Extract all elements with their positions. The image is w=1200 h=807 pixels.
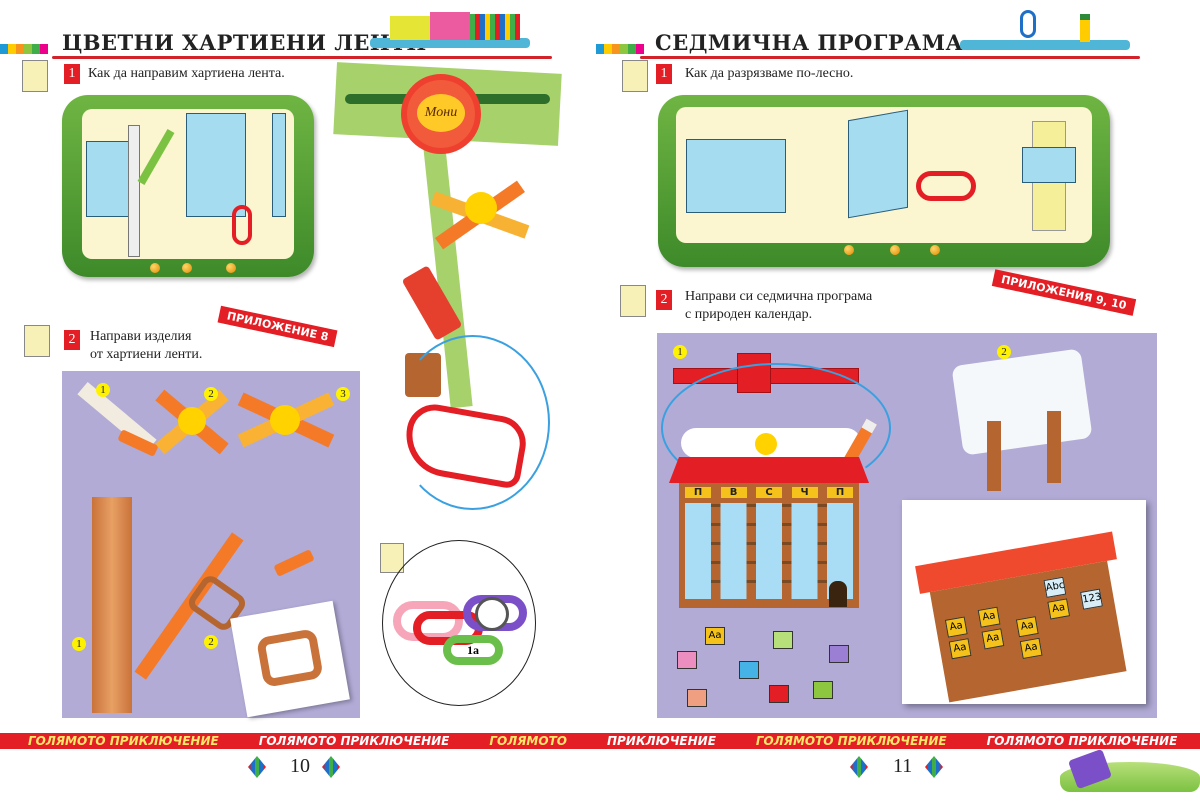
calendar-tile: 123 [1080, 588, 1103, 610]
calendar-card [813, 681, 833, 699]
title-underline [640, 56, 1140, 59]
ribbon-text: ГОЛЯМОТО [489, 734, 567, 748]
bee-icon [22, 60, 48, 92]
marker: 2 [204, 387, 218, 401]
art-supplies-image [950, 10, 1140, 50]
step-number: 2 [64, 330, 80, 350]
glue-stick-icon [1080, 14, 1090, 42]
calendar-tile: Abc [1043, 576, 1067, 598]
step-number: 1 [64, 64, 80, 84]
step-number: 2 [656, 290, 672, 310]
watch-label: 1а [443, 635, 503, 665]
ribbon-text: ПРИКЛЮЧЕНИЕ [606, 734, 716, 748]
calendar-card [687, 689, 707, 707]
marker: 2 [204, 635, 218, 649]
roof [669, 457, 869, 483]
arrow-curve [395, 335, 550, 510]
bracelets-circle: 1а [382, 540, 536, 706]
calendar-tile: Aa [944, 616, 968, 638]
ribbon-text: ГОЛЯМОТО ПРИКЛЮЧЕНИЕ [755, 734, 947, 748]
door [829, 581, 847, 607]
long-strip-image [92, 497, 132, 713]
glue-stick-icon [273, 549, 315, 577]
traffic-light-card [769, 685, 789, 703]
day-label: В [720, 487, 747, 498]
ruler-icon [128, 125, 140, 257]
step-instruction: Направи изделия от хартиени ленти. [90, 328, 202, 364]
day-label: С [756, 487, 782, 498]
sun-icon [755, 433, 777, 455]
marker: 3 [336, 387, 350, 401]
calendar-tile: Aa [1019, 637, 1043, 659]
ribbon-text: ГОЛЯМОТО ПРИКЛЮЧЕНИЕ [28, 734, 219, 748]
flower-label: Мони [417, 94, 465, 132]
marker: 1 [673, 345, 687, 359]
calendar-tile: Aa [1015, 616, 1039, 638]
page-number: 11 [893, 755, 913, 777]
appendix-tag: ПРИЛОЖЕНИЕ 8 [217, 305, 338, 348]
step-line: Направи изделия [90, 329, 192, 344]
ribbon-text: ГОЛЯМОТО ПРИКЛЮЧЕНИЕ [986, 734, 1178, 748]
calendar-card [677, 651, 697, 669]
pencil-icon [137, 129, 175, 185]
calendar-tile: Aa [981, 628, 1005, 650]
ring-photo [230, 600, 350, 718]
examples-panel: 1 2 3 1 2 [62, 371, 360, 718]
calendar-card: Aa [705, 627, 725, 645]
arrow-curve [661, 363, 891, 493]
day-label: Ч [791, 487, 818, 498]
ornament-icon [248, 756, 266, 778]
ornament-icon [925, 756, 943, 778]
calendar-card [739, 661, 759, 679]
ribbon-text: ГОЛЯМОТО ПРИКЛЮЧЕНИЕ [258, 734, 450, 748]
flower-icon [401, 74, 481, 154]
bee-icon [622, 60, 648, 92]
scissors-icon [232, 205, 252, 245]
page-number: 10 [290, 755, 310, 777]
marker: 1 [96, 383, 110, 397]
step-number: 1 [656, 64, 672, 84]
ornament-icon [322, 756, 340, 778]
calendar-card [829, 645, 849, 663]
art-supplies-image [350, 8, 530, 48]
scissors-icon [1020, 10, 1036, 38]
step-instruction: Как да направим хартиена лента. [88, 66, 285, 81]
appendix-tag: ПРИЛОЖЕНИЯ 9, 10 [991, 269, 1136, 316]
title-underline [52, 56, 552, 59]
house: П В С Ч П [679, 483, 859, 608]
mouse-icon [620, 285, 646, 317]
page-title: СЕДМИЧНА ПРОГРАМА [655, 30, 964, 55]
step-instruction: Как да разрязваме по-лесно. [685, 66, 854, 81]
step-line: Направи си седмична програма [685, 289, 873, 304]
footer-ribbon: ГОЛЯМОТО ПРИКЛЮЧЕНИЕ ГОЛЯМОТО ПРИКЛЮЧЕНИ… [0, 733, 1200, 749]
day-label: П [827, 487, 853, 498]
step-line: от хартиени ленти. [90, 347, 203, 362]
step-line: с природен календар. [685, 307, 813, 322]
marker: 1 [72, 637, 86, 651]
page-title: ЦВЕТНИ ХАРТИЕНИ ЛЕНТИ [62, 30, 427, 55]
instruction-board [62, 95, 314, 277]
scissors-icon [916, 171, 976, 201]
calendar-tile: Aa [977, 606, 1001, 628]
clock-icon [475, 597, 509, 631]
instruction-board [658, 95, 1110, 267]
color-stripes [596, 44, 644, 54]
calendar-card [773, 631, 793, 649]
paper-photo [951, 348, 1093, 456]
calendar-panel: П В С Ч П Aa Aa Aa Aa Aa Aa Aa Abc Aa 12… [657, 333, 1157, 718]
ornament-icon [850, 756, 868, 778]
calendar-tile: Aa [1047, 598, 1071, 620]
color-stripes [0, 44, 48, 54]
calendar-photo: Aa Aa Aa Aa Aa Aa Abc Aa 123 [902, 500, 1146, 704]
step-instruction: Направи си седмична програма с природен … [685, 288, 872, 324]
marker: 2 [997, 345, 1011, 359]
mouse-icon [24, 325, 50, 357]
day-label: П [685, 487, 711, 498]
calendar-tile: Aa [948, 638, 972, 660]
